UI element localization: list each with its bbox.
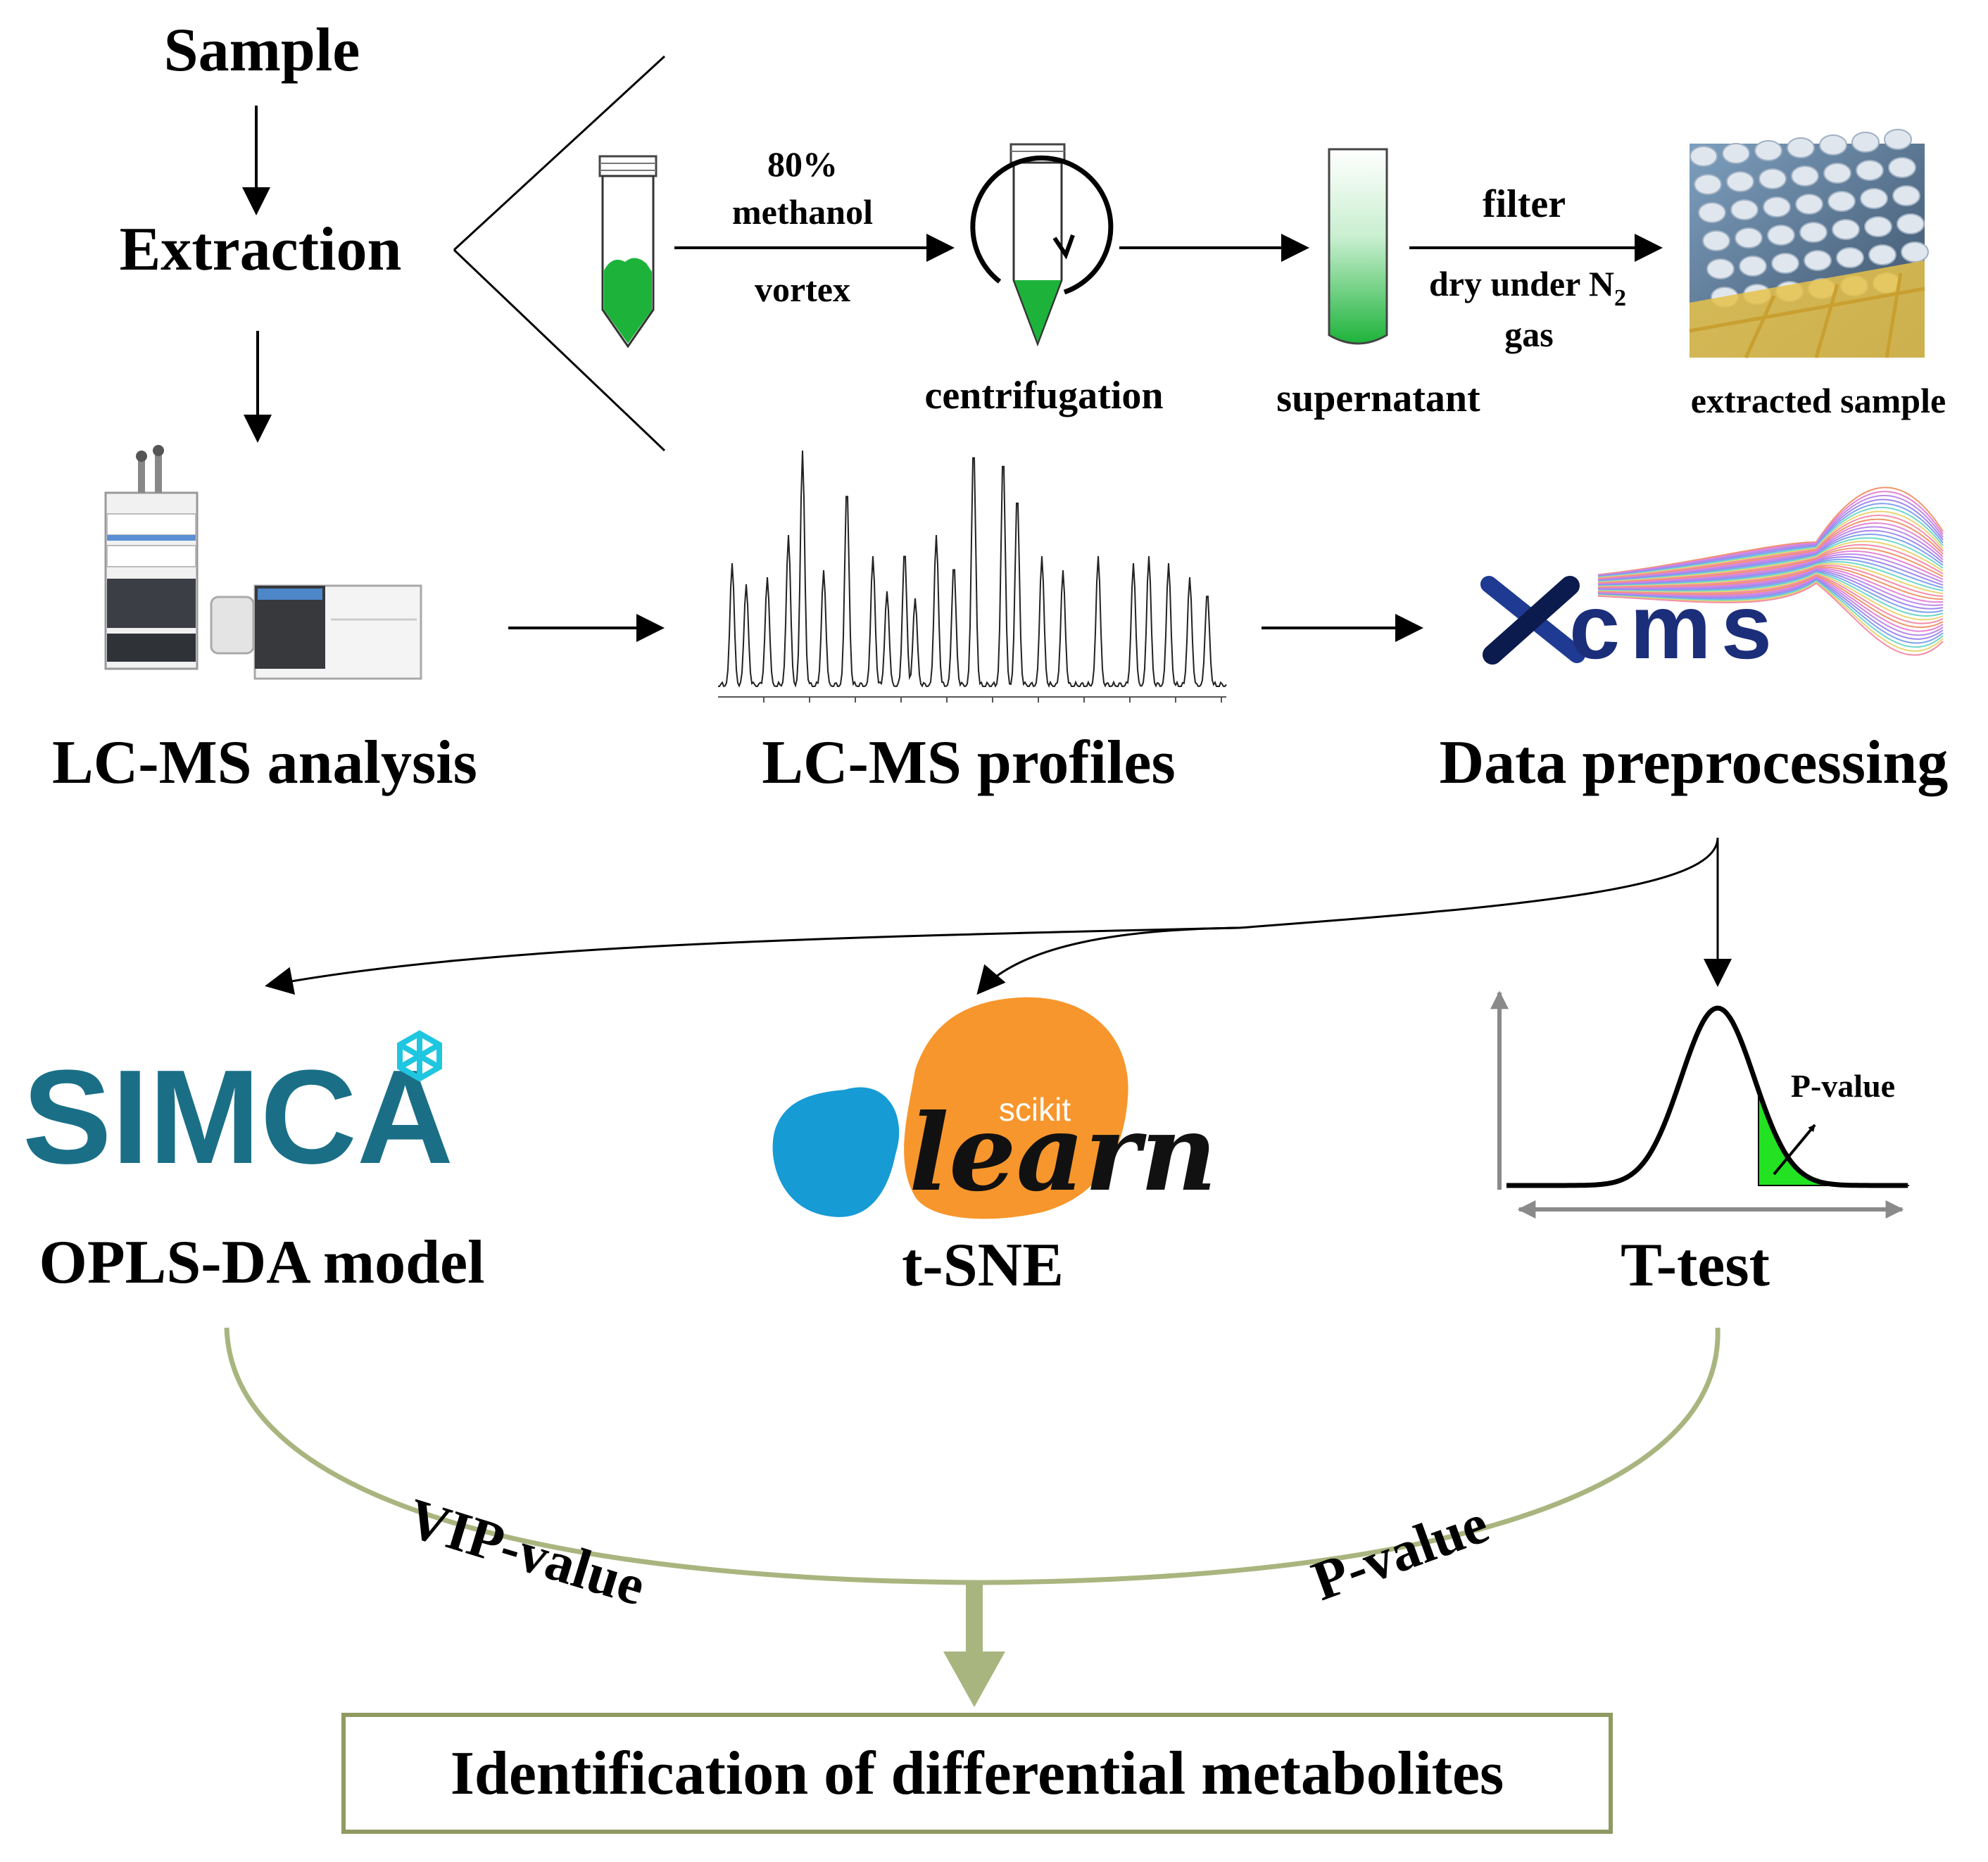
lcms-analysis-label: LC-MS analysis [52, 729, 477, 797]
learn-text: learn [909, 1091, 1217, 1215]
gas-label: gas [1504, 315, 1553, 354]
ttest-pvalue-label: P-value [1791, 1068, 1895, 1104]
xcms-logo-text: cms [1569, 575, 1782, 678]
merge-arrow-shaft [966, 1583, 983, 1653]
bracket-top-line [453, 55, 666, 251]
vip-value-label: VIP-value [401, 1487, 652, 1618]
bracket-bottom-line [453, 249, 666, 452]
ttest-plot-icon: P-value [1490, 990, 1909, 1219]
lcms-profiles-label: LC-MS profiles [762, 729, 1175, 797]
result-label: Identification of differential metabolit… [451, 1740, 1504, 1808]
result-box [341, 1713, 1613, 1834]
simca-logo: SIMCA [23, 1030, 453, 1192]
preprocessing-to-tsne-arrow [976, 926, 1240, 995]
centrifuge-icon [970, 143, 1114, 347]
simca-logo-text: SIMCA [23, 1043, 453, 1192]
xcms-logo: cms [1480, 486, 1944, 678]
p-value-label: P-value [1304, 1492, 1496, 1613]
scikit-text: scikit [999, 1091, 1071, 1128]
scikit-learn-logo: scikit learn [772, 997, 1217, 1219]
lcms-instrument-icon [104, 445, 422, 680]
data-preprocessing-label: Data preprocessing [1440, 729, 1949, 797]
chromatogram-icon [718, 450, 1227, 703]
methanol-label: methanol [732, 192, 873, 232]
supernatant-tube-icon [1328, 148, 1388, 345]
extracted-sample-photo [1689, 129, 1929, 359]
centrifugation-label: centrifugation [924, 374, 1163, 417]
extraction-label: Extraction [120, 215, 402, 284]
sample-label: Sample [164, 16, 360, 84]
tsne-label: t-SNE [902, 1231, 1064, 1300]
ttest-label: T-test [1621, 1231, 1770, 1300]
extracted-sample-label: extracted sample [1691, 381, 1946, 420]
vortex-label: vortex [755, 270, 850, 309]
opls-da-label: OPLS-DA model [39, 1228, 484, 1297]
filter-label: filter [1483, 182, 1566, 226]
preprocessing-to-simca-arrow [265, 837, 1719, 995]
dry-under-label: dry under N2 [1429, 264, 1626, 311]
methanol-percent-label: 80% [767, 144, 838, 184]
supernatant-label: supernatant [1276, 377, 1480, 420]
sample-tube-icon [598, 155, 658, 348]
merge-arrow-head [943, 1652, 1005, 1707]
